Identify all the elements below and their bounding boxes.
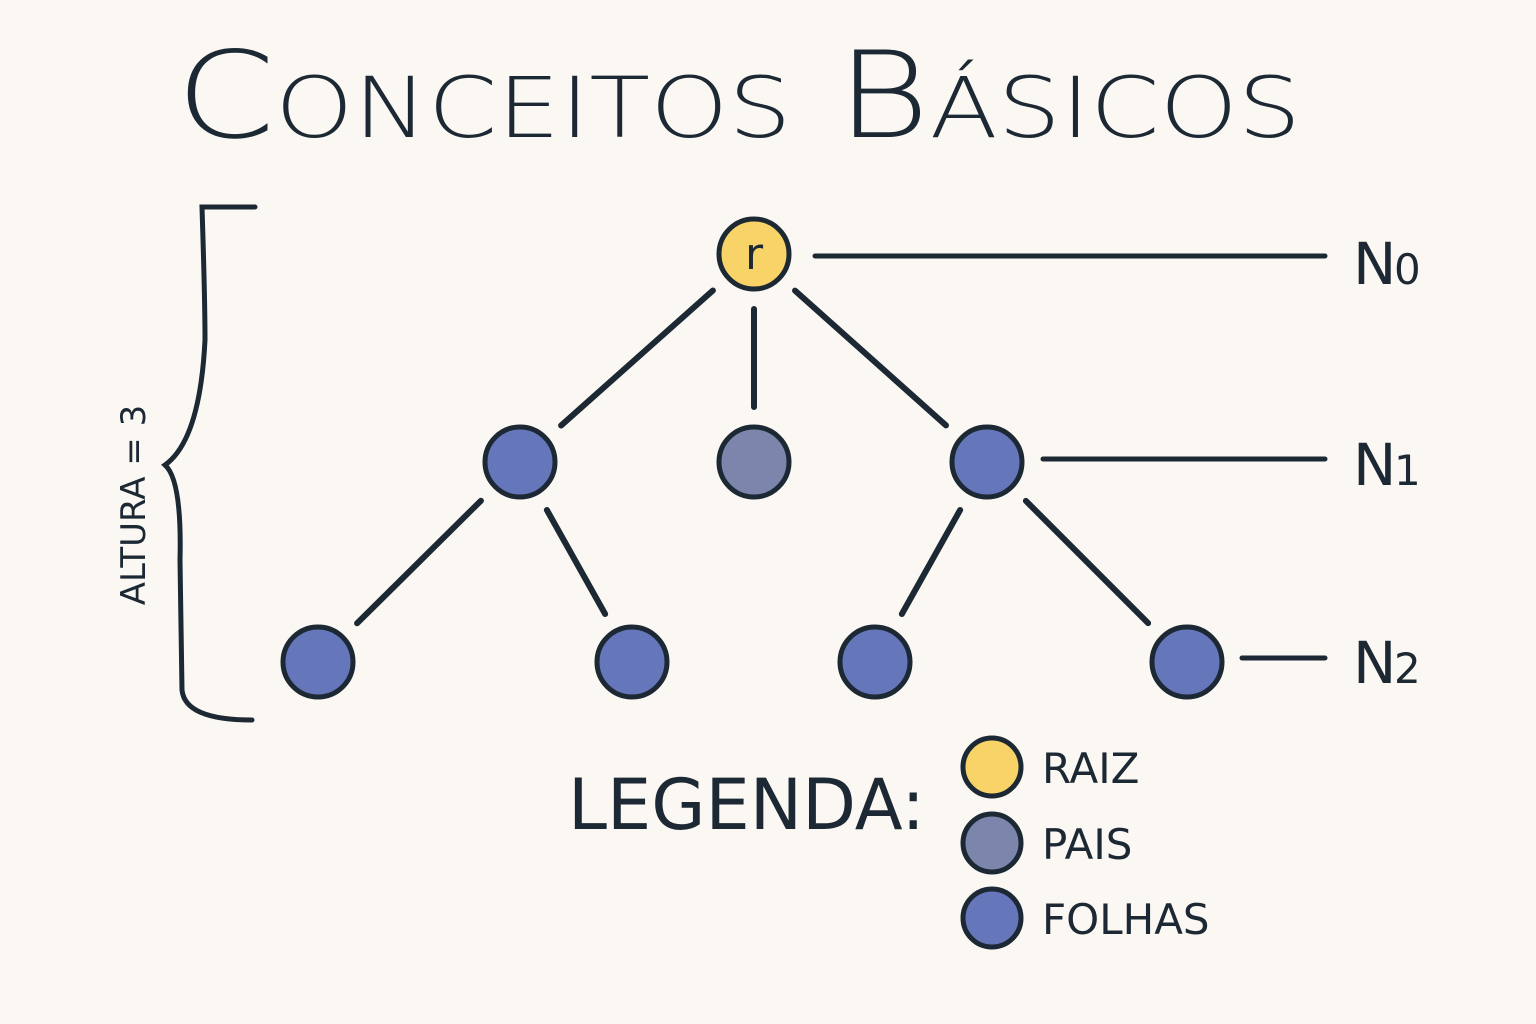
leaf-node [1149,624,1225,700]
tree-edge [1022,497,1152,627]
svg-text:1: 1 [1394,446,1421,495]
tree-edge [543,506,609,618]
leaf-node [280,624,356,700]
svg-text:RAIZ: RAIZ [1042,744,1139,793]
tree-edge [354,497,484,627]
legend-item-pais: PAIS [960,811,1132,875]
height-label: ALTURA = 3 [114,405,154,605]
root-node-label: r [745,229,764,280]
tree-nodes: r [280,216,1225,700]
svg-text:0: 0 [1394,245,1421,294]
legend-swatch-raiz [960,735,1024,799]
svg-text:N: N [1353,629,1396,697]
legend-item-folhas: FOLHAS [960,886,1210,950]
tree-edge [898,506,964,618]
svg-text:N: N [1353,230,1396,298]
tree-edge [792,287,949,429]
page-title: Conceitos Básicos [176,27,1301,166]
level-lines [812,253,1328,661]
legend-title: LEGENDA: [568,764,925,846]
leaf-node [837,624,913,700]
leaf-node [594,624,670,700]
svg-text:PAIS: PAIS [1042,820,1132,869]
svg-text:2: 2 [1394,644,1421,693]
height-brace [160,204,258,723]
leaf-node [949,424,1025,500]
leaf-node [482,424,558,500]
root-node [716,216,792,292]
level-label-2: N 2 [1353,629,1421,697]
tree-edges [354,287,1152,627]
parent-node [716,424,792,500]
level-label-0: N 0 [1353,230,1421,298]
svg-text:FOLHAS: FOLHAS [1042,895,1210,944]
legend-swatch-folhas [960,886,1024,950]
level-label-1: N 1 [1353,431,1421,499]
legend-swatch-pais [960,811,1024,875]
legend-item-raiz: RAIZ [960,735,1139,799]
svg-text:N: N [1353,431,1396,499]
tree-edge [558,287,716,429]
